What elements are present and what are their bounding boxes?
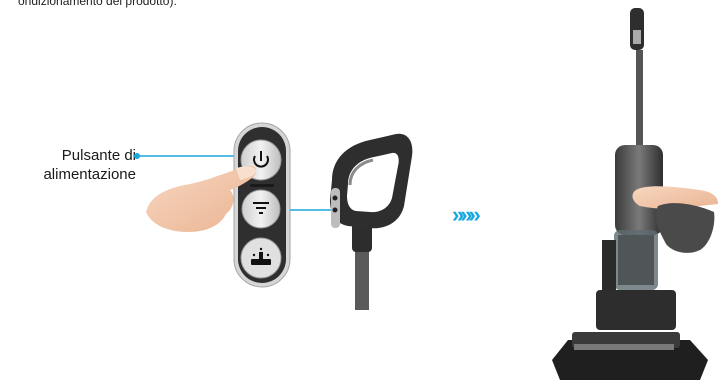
handle-closeup xyxy=(330,134,412,310)
control-panel xyxy=(234,123,290,287)
vacuum-cleaner xyxy=(552,8,718,380)
next-step-arrows: »»» xyxy=(452,202,477,228)
